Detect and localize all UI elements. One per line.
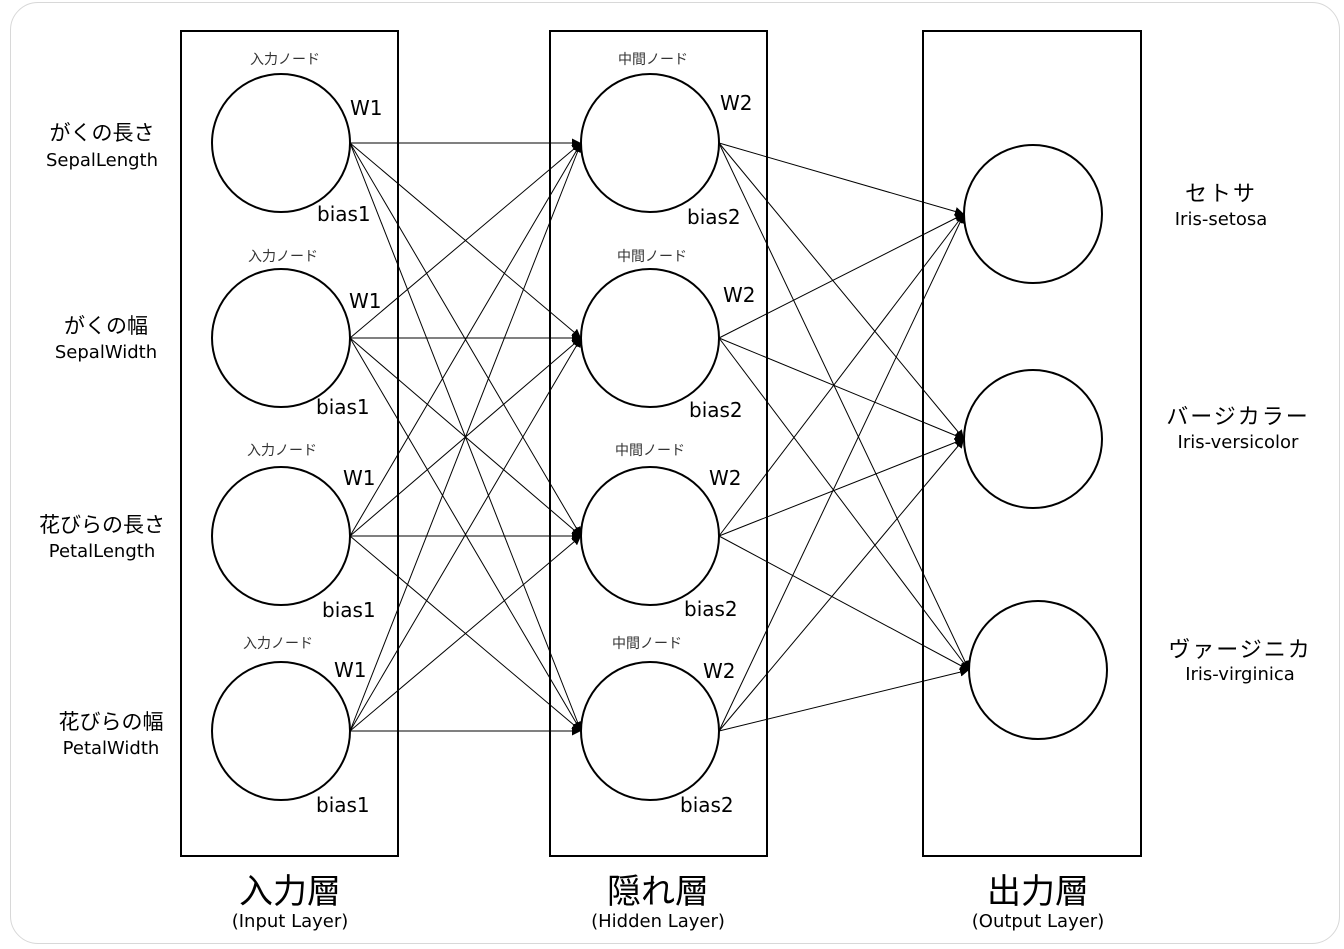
input-hidden-connection bbox=[349, 535, 582, 732]
input-label-en: PetalWidth bbox=[62, 738, 160, 759]
hidden-output-connection bbox=[718, 142, 970, 671]
hidden-node-caption: 中間ノード bbox=[615, 443, 685, 459]
input-node bbox=[211, 73, 351, 213]
output-layer-box bbox=[922, 30, 1142, 857]
hidden-node bbox=[580, 466, 720, 606]
bias-label: bias2 bbox=[680, 793, 734, 817]
hidden-output-connection bbox=[718, 213, 965, 537]
weight-label: W1 bbox=[334, 658, 367, 682]
input-node bbox=[211, 268, 351, 408]
bias-label: bias1 bbox=[316, 395, 370, 419]
weight-label: W1 bbox=[350, 96, 383, 120]
layer-title: 出力層 bbox=[987, 872, 1089, 912]
diagram-frame bbox=[10, 2, 1340, 944]
output-label-jp: バージカラー bbox=[1166, 405, 1310, 430]
output-node bbox=[963, 369, 1103, 509]
hidden-output-connection bbox=[718, 142, 965, 216]
hidden-output-connection bbox=[718, 438, 965, 537]
output-node bbox=[968, 600, 1108, 740]
layer-subtitle: (Input Layer) bbox=[231, 911, 349, 932]
hidden-output-connection bbox=[718, 438, 965, 732]
input-node-caption: 入力ノード bbox=[243, 636, 313, 652]
input-node-caption: 入力ノード bbox=[247, 443, 317, 459]
bias-label: bias2 bbox=[684, 597, 738, 621]
input-node bbox=[211, 466, 351, 606]
connections bbox=[349, 138, 970, 736]
input-layer-box bbox=[180, 30, 399, 857]
input-hidden-connection bbox=[349, 337, 582, 732]
hidden-output-connection bbox=[718, 213, 965, 339]
input-node bbox=[211, 661, 351, 801]
input-label-jp: 花びらの幅 bbox=[58, 710, 164, 734]
hidden-node-caption: 中間ノード bbox=[612, 636, 682, 652]
output-label-jp: セトサ bbox=[1184, 182, 1257, 207]
output-node bbox=[963, 144, 1103, 284]
weight-label: W1 bbox=[343, 466, 376, 490]
hidden-node-caption: 中間ノード bbox=[618, 52, 688, 68]
input-node-caption: 入力ノード bbox=[250, 52, 320, 68]
weight-label: W1 bbox=[349, 289, 382, 313]
bias-label: bias2 bbox=[687, 205, 741, 229]
bias-label: bias1 bbox=[316, 793, 370, 817]
output-label-jp: ヴァージニカ bbox=[1168, 638, 1312, 663]
input-node-caption: 入力ノード bbox=[248, 249, 318, 265]
hidden-output-connection bbox=[718, 337, 965, 440]
layer-subtitle: (Output Layer) bbox=[971, 911, 1105, 932]
input-label-en: PetalLength bbox=[48, 541, 156, 562]
input-label-en: SepalWidth bbox=[54, 342, 158, 363]
bias-label: bias2 bbox=[689, 398, 743, 422]
weight-label: W2 bbox=[723, 283, 756, 307]
input-label-en: SepalLength bbox=[45, 150, 159, 171]
input-label-jp: がくの長さ bbox=[49, 121, 155, 145]
hidden-node bbox=[580, 73, 720, 213]
hidden-output-connection bbox=[718, 337, 970, 671]
input-hidden-connection bbox=[349, 142, 582, 339]
hidden-layer-box bbox=[549, 30, 768, 857]
output-label-en: Iris-versicolor bbox=[1177, 432, 1299, 453]
weight-label: W2 bbox=[709, 466, 742, 490]
input-label-jp: 花びらの長さ bbox=[39, 513, 165, 537]
input-hidden-connection bbox=[349, 142, 582, 537]
nodes bbox=[211, 73, 1108, 801]
bias-label: bias1 bbox=[317, 202, 371, 226]
output-label-en: Iris-setosa bbox=[1174, 209, 1268, 230]
layer-title: 入力層 bbox=[239, 872, 341, 912]
layer-subtitle: (Hidden Layer) bbox=[591, 911, 725, 932]
output-label-en: Iris-virginica bbox=[1185, 664, 1295, 685]
hidden-output-connection bbox=[718, 667, 970, 732]
hidden-node-caption: 中間ノード bbox=[617, 249, 687, 265]
input-hidden-connection bbox=[349, 142, 582, 732]
hidden-node bbox=[580, 661, 720, 801]
weight-label: W2 bbox=[720, 91, 753, 115]
layer-title: 隠れ層 bbox=[607, 872, 709, 912]
hidden-output-connection bbox=[718, 142, 965, 440]
hidden-output-connection bbox=[718, 535, 970, 671]
hidden-output-connection bbox=[718, 213, 965, 732]
weight-label: W2 bbox=[703, 659, 736, 683]
hidden-node bbox=[580, 268, 720, 408]
input-label-jp: がくの幅 bbox=[64, 314, 148, 338]
bias-label: bias1 bbox=[322, 598, 376, 622]
